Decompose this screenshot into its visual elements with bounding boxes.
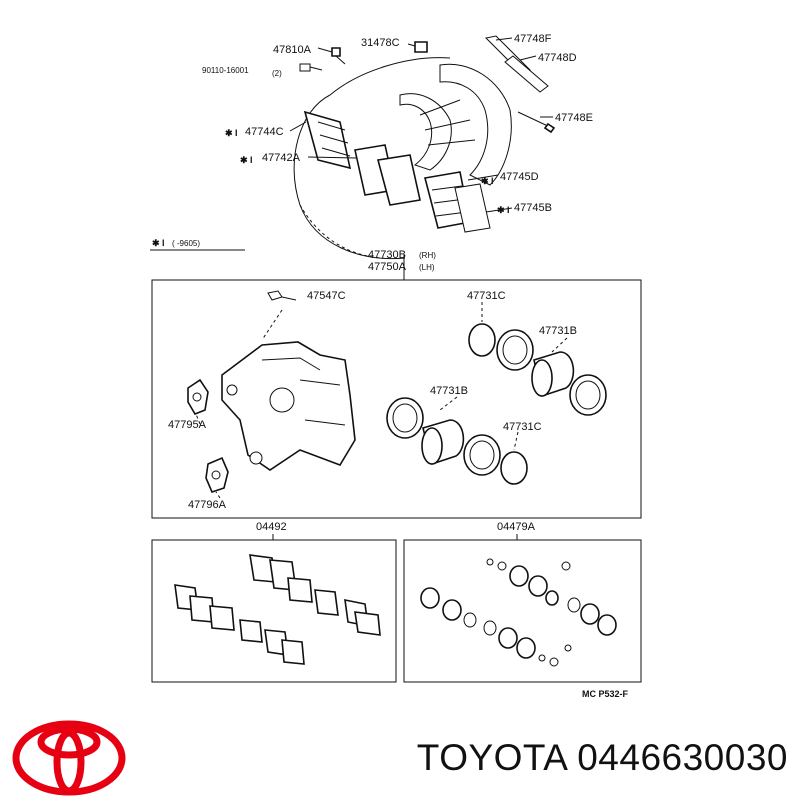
mark-icon: ✱ I	[240, 155, 253, 165]
label-47731B-top: 47731B	[539, 325, 577, 337]
label-47796A: 47796A	[188, 499, 227, 511]
label-04479A: 04479A	[497, 521, 536, 533]
mark-icon: ✱ I	[481, 176, 494, 186]
label-47742A: 47742A	[262, 152, 301, 164]
label-47748E: 47748E	[555, 112, 593, 124]
leaders-caliper	[195, 302, 568, 499]
pad-kit-frame	[151, 539, 397, 683]
toyota-logo	[12, 720, 126, 796]
label-47745D: 47745D	[500, 171, 539, 183]
seal-kit-small-parts	[420, 558, 617, 667]
label-31478C: 31478C	[361, 37, 400, 49]
seal-kit-frame	[403, 539, 642, 683]
exploded-parts-diagram: 47810A 31478C 47748F 47748D 90110-16001 …	[150, 33, 642, 699]
hardware-top	[299, 35, 556, 134]
label-47547C: 47547C	[307, 290, 346, 302]
shim-47745B	[454, 183, 491, 233]
label-47750A: 47750A	[368, 261, 407, 273]
label-qty2: (2)	[272, 69, 282, 78]
label-47810A: 47810A	[273, 44, 312, 56]
label-47731C-top: 47731C	[467, 290, 506, 302]
legend-text: ( -9605)	[172, 239, 200, 248]
brand-name: TOYOTA	[416, 737, 567, 778]
label-lh: (LH)	[419, 263, 435, 272]
label-rh: (RH)	[419, 251, 436, 260]
pad-47742A	[354, 144, 421, 206]
label-47744C: 47744C	[245, 126, 284, 138]
mark-icon: ✱ I	[152, 238, 165, 248]
label-47731B-mid: 47731B	[430, 385, 468, 397]
label-47748F: 47748F	[514, 33, 552, 45]
pad-47744C	[303, 110, 352, 170]
label-90110: 90110-16001	[202, 66, 249, 75]
brand-part-number: TOYOTA 0446630030	[417, 737, 788, 779]
pad-kit-parts	[174, 554, 381, 665]
bleeder-47547C	[261, 290, 297, 341]
part-number: 0446630030	[577, 737, 788, 778]
caliper-assembly-frame	[151, 279, 642, 519]
label-47795A: 47795A	[168, 419, 207, 431]
bracket-47796A	[205, 456, 229, 493]
label-47730B: 47730B	[368, 249, 406, 261]
label-04492: 04492	[256, 521, 287, 533]
label-47748D: 47748D	[538, 52, 577, 64]
disc-shield	[293, 57, 512, 260]
bracket-47795A	[187, 378, 209, 415]
mark-icon: ✱ I	[497, 205, 510, 215]
ref-code: MC P532-F	[582, 689, 629, 699]
label-47745B: 47745B	[514, 202, 552, 214]
leaders-top	[289, 37, 553, 280]
label-47731C-mid: 47731C	[503, 421, 542, 433]
mark-icon: ✱ I	[225, 128, 238, 138]
seal-kit-parts	[386, 323, 607, 485]
caliper-body	[221, 341, 356, 471]
